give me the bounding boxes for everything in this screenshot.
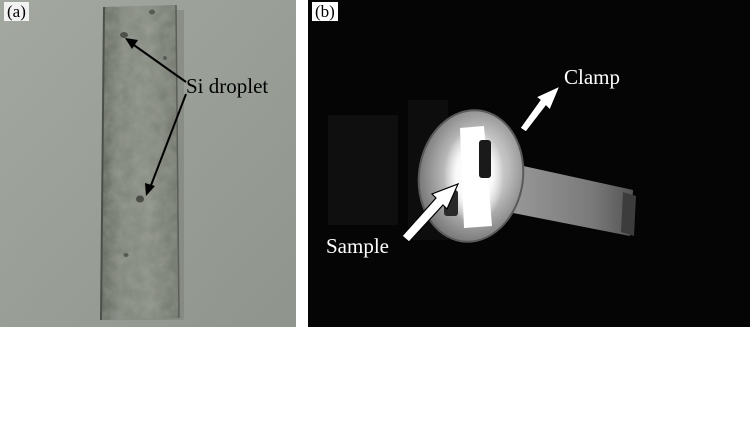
clamp-label: Clamp	[564, 65, 620, 89]
panel-b-photo: (b) Clamp Sample	[308, 0, 750, 327]
sample-label: Sample	[326, 234, 389, 258]
si-droplet-marks	[120, 9, 167, 257]
sample-bar-photo	[0, 0, 296, 327]
panel-a-photo: (a) Si droplet	[0, 0, 296, 327]
annotation-arrows	[401, 84, 562, 243]
heated-sample-photo	[308, 0, 750, 327]
si-droplet-arrows	[125, 38, 187, 196]
panel-a-tag: (a)	[4, 2, 29, 21]
panel-b-tag: (b)	[312, 2, 338, 21]
si-droplet-label: Si droplet	[186, 74, 269, 98]
